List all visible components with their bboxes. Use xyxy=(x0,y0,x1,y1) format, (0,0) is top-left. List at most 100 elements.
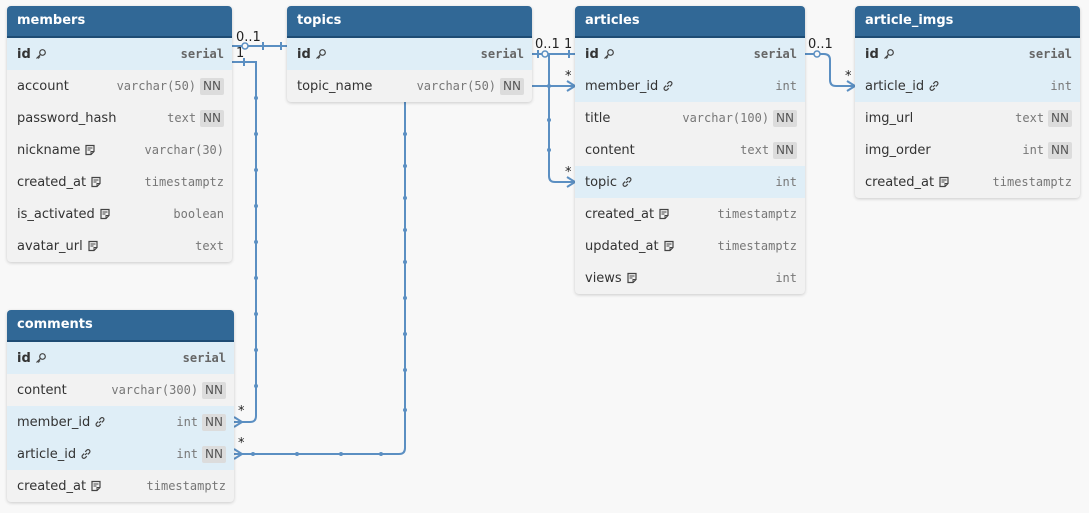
column-row-created-at[interactable]: created_at timestamptz xyxy=(575,198,805,230)
table-title-article-imgs[interactable]: article_imgs xyxy=(855,6,1080,38)
column-row-nickname[interactable]: nickname varchar(30) xyxy=(7,134,232,166)
column-row-created-at[interactable]: created_at timestamptz xyxy=(7,470,234,502)
column-type: boolean xyxy=(173,207,224,221)
zero-marker xyxy=(241,42,249,50)
table-title-articles[interactable]: articles xyxy=(575,6,805,38)
edge-dot xyxy=(254,96,258,100)
column-row-updated-at[interactable]: updated_at timestamptz xyxy=(575,230,805,262)
column-name-text: password_hash xyxy=(17,110,117,126)
column-name-text: id xyxy=(865,46,879,62)
note-icon xyxy=(658,208,670,220)
column-type-text: text xyxy=(740,143,770,157)
column-name-text: topic xyxy=(585,174,618,190)
column-name-text: nickname xyxy=(17,142,81,158)
edge-dot xyxy=(403,164,407,168)
column-type-text: varchar(300) xyxy=(111,383,199,397)
edge-dot xyxy=(547,84,551,88)
column-type-text: int xyxy=(775,271,797,285)
column-name-text: id xyxy=(297,46,311,62)
column-name-text: is_activated xyxy=(17,206,95,222)
column-name: content xyxy=(585,143,635,158)
note-icon xyxy=(663,240,675,252)
not-null-badge: NN xyxy=(200,109,224,127)
column-type: int xyxy=(775,175,797,189)
column-name-text: updated_at xyxy=(585,238,659,254)
column-name-text: created_at xyxy=(17,478,87,494)
column-row-member-id[interactable]: member_id int xyxy=(575,70,805,102)
note-icon xyxy=(938,176,950,188)
column-name: created_at xyxy=(17,479,102,494)
column-type-text: serial xyxy=(180,47,224,61)
label-topics-articles-to: 1 xyxy=(564,37,573,52)
key-icon xyxy=(35,48,47,60)
column-type: timestamptz xyxy=(147,479,226,493)
edge-dot xyxy=(295,452,299,456)
column-name: created_at xyxy=(865,175,950,190)
edge-topics-articles-topic xyxy=(548,54,575,183)
column-type: varchar(50)NN xyxy=(117,77,224,95)
column-name-text: member_id xyxy=(585,78,659,94)
note-icon xyxy=(84,144,96,156)
edge-articles-imgs xyxy=(805,53,855,87)
edge-dot xyxy=(339,452,343,456)
column-name-text: content xyxy=(17,382,67,398)
column-row-id[interactable]: id serial xyxy=(7,38,232,70)
column-name-text: img_url xyxy=(865,110,914,126)
column-row-content[interactable]: content varchar(300)NN xyxy=(7,374,234,406)
column-type-text: serial xyxy=(480,47,524,61)
column-row-is-activated[interactable]: is_activated boolean xyxy=(7,198,232,230)
edge-dot xyxy=(254,312,258,316)
table-title-comments[interactable]: comments xyxy=(7,310,234,342)
not-null-badge: NN xyxy=(202,381,226,399)
column-type-text: timestamptz xyxy=(717,239,797,253)
column-name: id xyxy=(865,47,895,62)
column-type: int xyxy=(775,79,797,93)
column-name-text: avatar_url xyxy=(17,238,83,254)
column-name: created_at xyxy=(585,207,670,222)
table-title-topics[interactable]: topics xyxy=(287,6,532,38)
column-type: serial xyxy=(183,351,226,365)
column-type-text: varchar(30) xyxy=(144,143,224,157)
edge-dot xyxy=(547,148,551,152)
column-type: timestamptz xyxy=(718,207,797,221)
column-row-topic[interactable]: topic int xyxy=(575,166,805,198)
note-icon xyxy=(90,176,102,188)
column-type-text: int xyxy=(176,415,199,429)
edge-dot xyxy=(251,452,255,456)
column-name-text: id xyxy=(585,46,599,62)
column-name: id xyxy=(585,47,615,62)
edge-dot xyxy=(254,168,258,172)
column-name-text: id xyxy=(17,46,31,62)
column-name: id xyxy=(17,47,47,62)
column-name: avatar_url xyxy=(17,239,99,254)
column-type: serial xyxy=(181,47,224,61)
column-row-id[interactable]: id serial xyxy=(287,38,532,70)
column-type-text: int xyxy=(1050,79,1072,93)
table-title-members[interactable]: members xyxy=(7,6,232,38)
column-name: article_id xyxy=(17,447,92,462)
